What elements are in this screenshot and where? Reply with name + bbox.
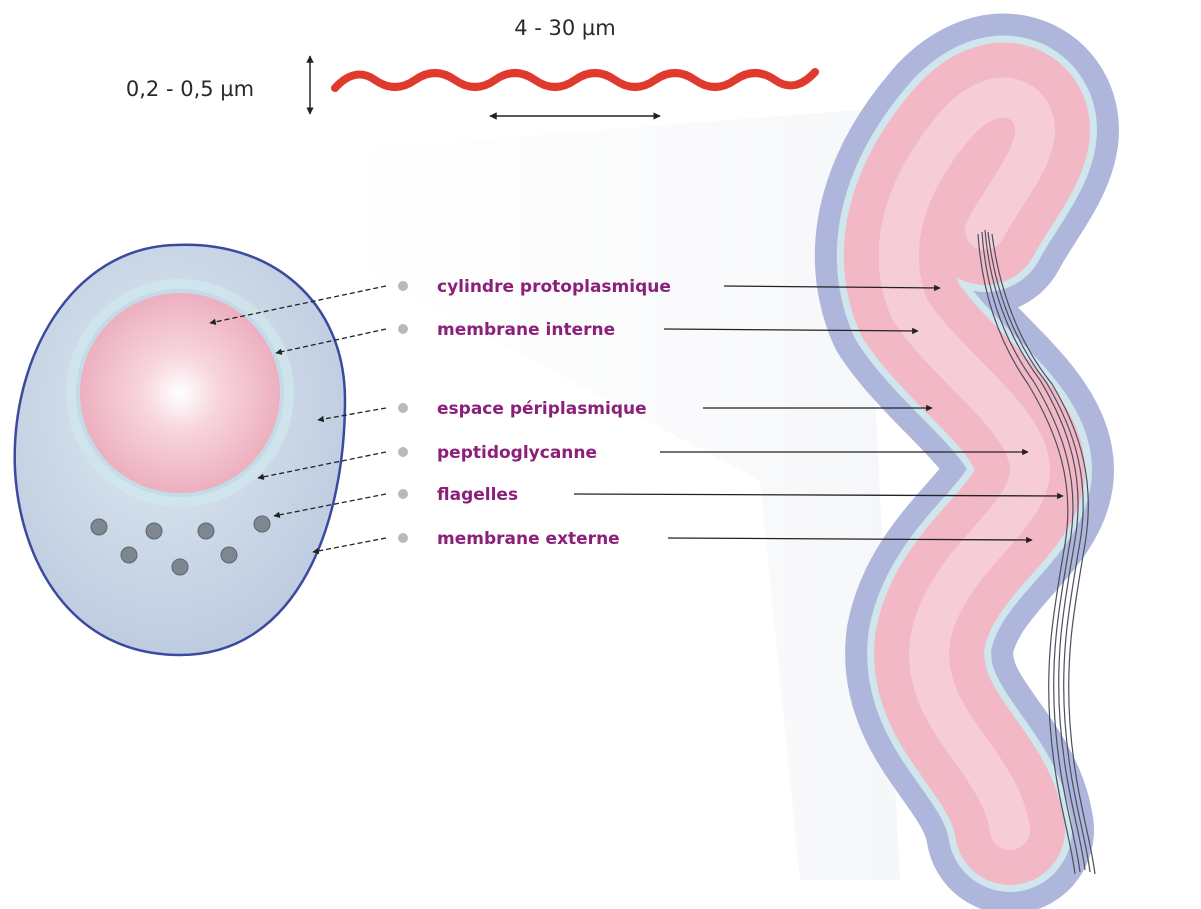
leader-membrane-externe-left: [313, 538, 386, 552]
label-flagelles: flagelles: [437, 485, 518, 505]
label-membrane-interne: membrane interne: [437, 320, 615, 340]
scale-group: 4 - 30 µm 0,2 - 0,5 µm: [126, 16, 815, 116]
label-cylindre-protoplasmique: cylindre protoplasmique: [437, 277, 671, 297]
label-espace-periplasmique: espace périplasmique: [437, 399, 647, 419]
spirochete-body-icon: [899, 98, 1095, 874]
length-dimension-label: 4 - 30 µm: [514, 16, 616, 40]
label-membrane-externe: membrane externe: [437, 529, 620, 549]
label-peptidoglycanne: peptidoglycanne: [437, 443, 597, 463]
cross-section-cell-icon: [15, 245, 345, 655]
label-bullets: [398, 281, 408, 543]
diameter-dimension-label: 0,2 - 0,5 µm: [126, 77, 254, 101]
spirochete-wave-icon: [335, 72, 815, 88]
cytoplasm-core: [80, 293, 280, 493]
